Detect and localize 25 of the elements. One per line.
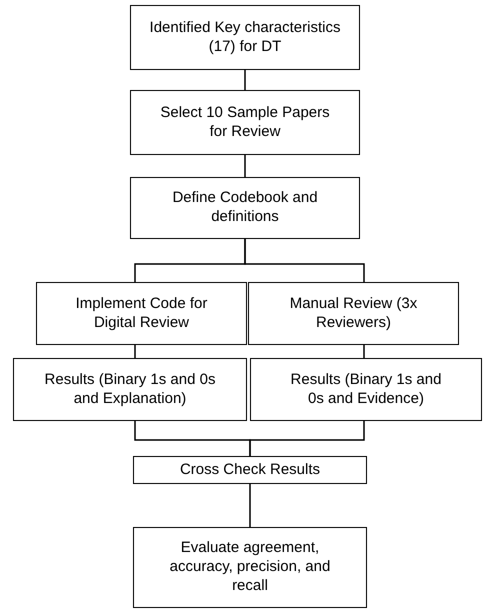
process-box [133, 456, 367, 484]
connector-line [363, 345, 365, 358]
process-box [13, 358, 247, 421]
connector-line [244, 239, 365, 282]
process-box [250, 358, 482, 421]
box-label: Cross Check Results [180, 460, 320, 480]
box-label: Manual Review (3x Reviewers) [288, 294, 418, 332]
box-label: Implement Code for Digital Review [74, 294, 208, 332]
process-box [36, 282, 247, 345]
connector-line [249, 421, 365, 456]
connector-line [244, 155, 246, 177]
connector-line [134, 345, 136, 358]
process-box [130, 177, 360, 239]
process-box [133, 527, 367, 608]
connector-line [249, 484, 251, 527]
box-label: Identified Key characteristics (17) for DT [148, 18, 342, 56]
box-label: Results (Binary 1s and 0s and Explanation) [44, 370, 216, 408]
box-label: Evaluate agreement, accuracy, precision, and recall [168, 539, 332, 596]
process-box [130, 5, 360, 70]
box-label: Select 10 Sample Papers for Review [159, 104, 331, 142]
box-label: Define Codebook and definitions [171, 189, 319, 227]
process-box [248, 282, 459, 345]
connector-line [244, 70, 246, 90]
process-box [130, 90, 360, 155]
box-label: Results (Binary 1s and 0s and Evidence) [290, 370, 442, 408]
